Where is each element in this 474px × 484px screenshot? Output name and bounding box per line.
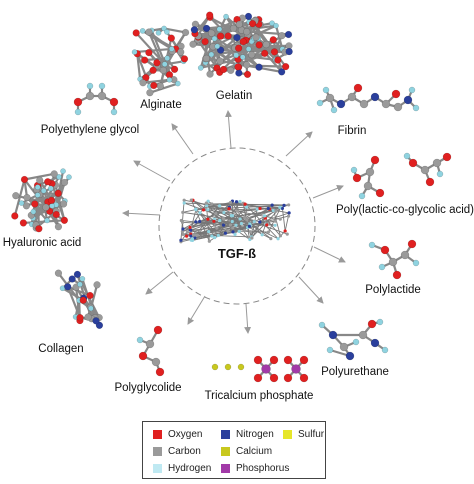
alginate-molecule-icon xyxy=(131,25,190,97)
polyglycolide-molecule-icon xyxy=(136,325,165,377)
legend-label: Sulfur xyxy=(298,429,325,440)
calcium-swatch xyxy=(221,447,230,456)
arrow xyxy=(298,276,324,304)
collagen-label: Collagen xyxy=(38,343,83,355)
legend-item-calcium: Calcium xyxy=(221,446,272,457)
arrow xyxy=(187,295,206,325)
oxygen-swatch xyxy=(153,430,162,439)
fibrin-molecule-icon xyxy=(316,83,420,114)
arrow xyxy=(313,246,346,263)
tgf-beta-protein-icon xyxy=(179,198,291,244)
hyaluronic-acid-molecule-icon xyxy=(11,168,72,233)
arrow xyxy=(122,209,161,217)
collagen-molecule-icon xyxy=(54,269,104,329)
plga-glycolic-molecule-icon xyxy=(403,152,452,187)
plga-label: Poly(lactic-co-glycolic acid) xyxy=(336,204,474,216)
legend-item-phosphorus: Phosphorus xyxy=(221,463,289,474)
plga-lactic-molecule-icon xyxy=(350,155,385,200)
molecule-icons xyxy=(11,11,452,383)
calcium-ion-icon-1 xyxy=(211,363,219,371)
radial-arrows xyxy=(122,110,346,334)
hydrogen-swatch xyxy=(153,464,162,473)
carbon-swatch xyxy=(153,447,162,456)
center-label: TGF-ß xyxy=(218,246,256,261)
gelatin-molecule-icon xyxy=(189,11,293,79)
alginate-label: Alginate xyxy=(140,99,182,111)
phosphate-molecule-icon-1 xyxy=(253,355,279,383)
center-node: TGF-ß xyxy=(158,147,316,305)
arrow xyxy=(145,271,174,295)
arrow xyxy=(244,303,252,334)
phosphorus-swatch xyxy=(221,464,230,473)
polylactide-molecule-icon xyxy=(368,239,420,280)
arrow xyxy=(133,160,171,182)
legend-label: Nitrogen xyxy=(236,429,274,440)
legend-item-nitrogen: Nitrogen xyxy=(221,429,274,440)
calcium-ion-icon-3 xyxy=(237,363,245,371)
legend-label: Phosphorus xyxy=(236,463,290,474)
polyurethane-label: Polyurethane xyxy=(321,366,389,378)
element-color-legend: Oxygen Nitrogen Sulfur Carbon Calcium Hy… xyxy=(142,421,326,479)
polyurethane-molecule-icon xyxy=(318,318,389,361)
polyethylene-glycol-label: Polyethylene glycol xyxy=(41,124,139,136)
polyglycolide-label: Polyglycolide xyxy=(114,382,181,394)
calcium-ion-icon-2 xyxy=(224,363,232,371)
gelatin-label: Gelatin xyxy=(216,90,252,102)
legend-item-carbon: Carbon xyxy=(153,446,201,457)
legend-label: Oxygen xyxy=(168,429,203,440)
legend-item-hydrogen: Hydrogen xyxy=(153,463,211,474)
arrow xyxy=(171,123,194,155)
legend-label: Calcium xyxy=(236,446,273,457)
nitrogen-swatch xyxy=(221,430,230,439)
hyaluronic-acid-label: Hyaluronic acid xyxy=(3,237,82,249)
polyethylene-glycol-molecule-icon xyxy=(73,82,119,116)
arrow xyxy=(224,110,232,149)
sulfur-swatch xyxy=(283,430,292,439)
arrow xyxy=(285,131,313,157)
tricalcium-phosphate-label: Tricalcium phosphate xyxy=(205,390,314,402)
legend-item-oxygen: Oxygen xyxy=(153,429,202,440)
phosphate-molecule-icon-2 xyxy=(283,355,309,383)
fibrin-label: Fibrin xyxy=(338,125,367,137)
polylactide-label: Polylactide xyxy=(365,284,421,296)
arrow xyxy=(312,184,344,199)
legend-item-sulfur: Sulfur xyxy=(283,429,324,440)
legend-label: Hydrogen xyxy=(168,463,212,474)
legend-label: Carbon xyxy=(168,446,201,457)
